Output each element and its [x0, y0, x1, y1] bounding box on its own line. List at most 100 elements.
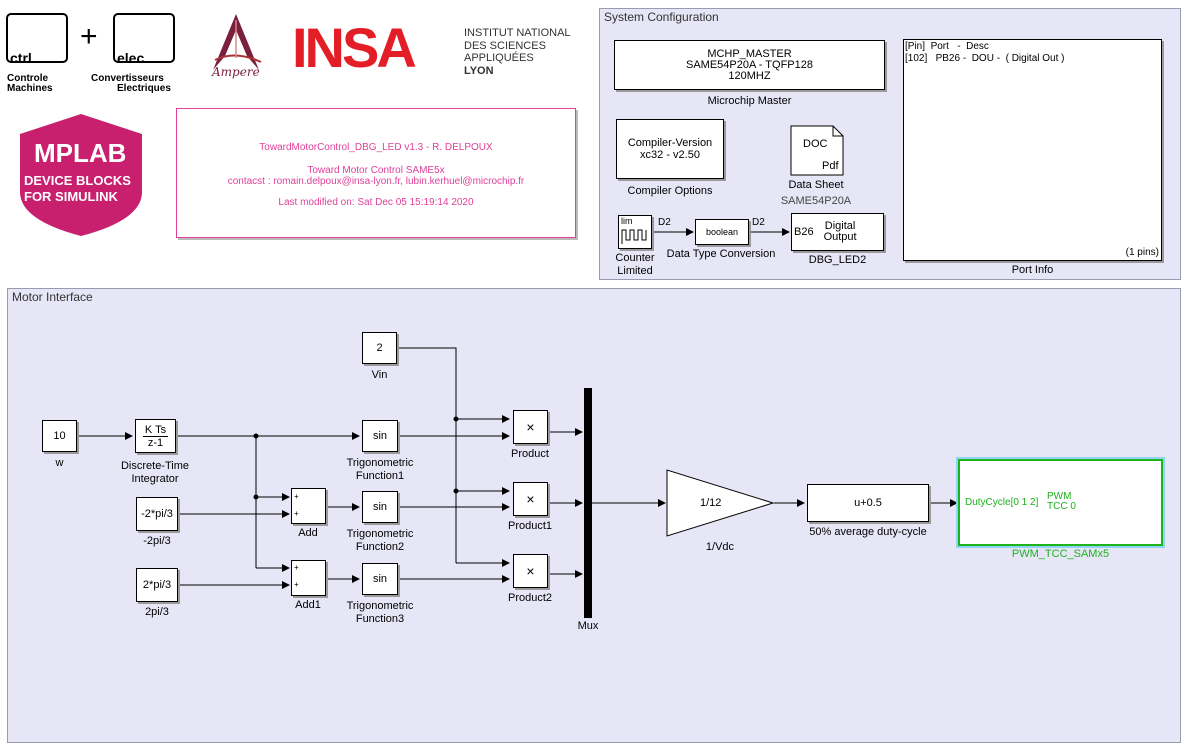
trig-function2-block[interactable]: sin	[362, 491, 398, 523]
plus-sign: +	[80, 20, 98, 53]
dtc-text: boolean	[705, 227, 739, 237]
integ-den: z-1	[147, 436, 164, 449]
discrete-time-integrator-block[interactable]: K Ts z-1	[135, 419, 176, 453]
mplab-text-1: MPLAB	[34, 138, 127, 168]
integ-num: K Ts	[142, 423, 169, 437]
pos-2pi3-constant-block[interactable]: 2*pi/3	[136, 568, 178, 602]
pdf-text: Pdf	[822, 160, 839, 172]
elec-caption-1: Convertisseurs	[91, 73, 164, 84]
data-sheet-label: Data Sheet	[788, 179, 844, 191]
ctrl-logo	[6, 13, 68, 63]
digout-port: B26	[794, 226, 814, 238]
integrator-label-1: Discrete-Time	[120, 460, 190, 472]
times-icon: ×	[526, 491, 535, 507]
data-type-conversion-block[interactable]: boolean	[695, 219, 749, 245]
port-row: [102] PB26 - DOU - ( Digital Out )	[905, 53, 1065, 64]
c3-value: 2*pi/3	[142, 579, 172, 591]
staircase-icon	[621, 229, 647, 244]
add1-label: Add1	[295, 599, 321, 611]
counter-label-1: Counter	[615, 252, 655, 264]
add1-plus-1: +	[294, 563, 299, 572]
trig-function1-block[interactable]: sin	[362, 420, 398, 452]
compiler-options-label: Compiler Options	[627, 185, 713, 197]
gain-triangle	[666, 469, 775, 537]
insa-line-1: INSTITUT NATIONAL	[464, 27, 571, 39]
microchip-master-block[interactable]: MCHP_MASTER SAME54P20A - TQFP128 120MHZ	[614, 40, 885, 90]
port-info-block[interactable]: [Pin] Port - Desc [102] PB26 - DOU - ( D…	[903, 39, 1162, 261]
trig-function3-block[interactable]: sin	[362, 563, 398, 595]
trig3-label-1: Trigonometric	[346, 600, 414, 612]
data-sheet-sublabel: SAME54P20A	[780, 195, 852, 207]
elec-logo-text: elec	[117, 50, 145, 66]
sin-2: sin	[372, 501, 388, 513]
vin-constant-block[interactable]: 2	[362, 332, 397, 364]
sin-1: sin	[372, 430, 388, 442]
compiler-options-block[interactable]: Compiler-Version xc32 - v2.50	[616, 119, 724, 179]
digout-line-1: Digital	[824, 220, 856, 232]
master-line-1: MCHP_MASTER	[707, 47, 792, 60]
times-icon: ×	[526, 563, 535, 579]
digout-line-2: Output	[823, 231, 857, 243]
pwm-tcc-block[interactable]	[956, 457, 1165, 548]
trig3-label-2: Function3	[355, 613, 405, 625]
compiler-line-1: Compiler-Version	[627, 137, 713, 149]
system-configuration-title: System Configuration	[604, 10, 719, 24]
duty-cycle-fcn-block[interactable]: u+0.5	[807, 484, 929, 522]
add1-block[interactable]	[291, 560, 326, 596]
add-plus-2: +	[294, 509, 299, 518]
product1-label: Product1	[507, 520, 553, 532]
insa-line-4: LYON	[464, 65, 494, 77]
pwm-line-2: TCC 0	[1047, 501, 1076, 512]
master-line-3: 120MHZ	[728, 69, 771, 82]
counter-label-2: Limited	[617, 265, 653, 277]
motor-interface-title: Motor Interface	[12, 290, 93, 304]
compiler-line-2: xc32 - v2.50	[640, 149, 700, 161]
info-line-4: Last modified on: Sat Dec 05 15:19:14 20…	[278, 197, 474, 208]
doc-icon	[790, 125, 844, 176]
mplab-text-3: FOR SIMULINK	[24, 189, 118, 204]
insa-line-3: APPLIQUÉES	[464, 52, 534, 64]
digital-output-label: DBG_LED2	[808, 254, 867, 266]
microchip-master-label: Microchip Master	[707, 95, 792, 107]
vin-value: 2	[376, 342, 383, 354]
gain-label: 1/Vdc	[705, 541, 735, 553]
ctrl-caption-1: Controle	[7, 73, 49, 84]
ampere-logo	[213, 14, 262, 70]
neg-2pi3-label: -2pi/3	[143, 535, 171, 547]
product2-block[interactable]: ×	[513, 554, 548, 588]
port-pins: (1 pins)	[1125, 247, 1159, 258]
product2-label: Product2	[507, 592, 553, 604]
ctrl-caption-2: Machines	[7, 83, 53, 94]
gain-value: 1/12	[700, 497, 722, 509]
mux-label: Mux	[577, 620, 599, 632]
pwm-tcc-label: PWM_TCC_SAMx5	[1011, 548, 1110, 560]
doc-text: DOC	[803, 138, 828, 150]
mux-block[interactable]	[584, 388, 592, 618]
fcn-value: u+0.5	[854, 497, 882, 509]
ctrl-logo-text: ctrl	[10, 50, 32, 66]
elec-logo	[113, 13, 175, 63]
ampere-text: Ampere	[212, 65, 260, 79]
mplab-text-2: DEVICE BLOCKS	[24, 173, 131, 188]
add-plus-1: +	[294, 492, 299, 501]
signal-d2-1: D2	[658, 217, 671, 228]
counter-icon: lim	[621, 216, 633, 226]
insa-logo: INSA	[292, 16, 417, 79]
w-constant-block[interactable]: 10	[42, 420, 77, 452]
trig2-label-2: Function2	[355, 541, 405, 553]
add-block[interactable]	[291, 488, 326, 524]
product1-block[interactable]: ×	[513, 482, 548, 516]
add-label: Add	[298, 527, 318, 539]
integrator-label-2: Integrator	[131, 473, 179, 485]
sin-3: sin	[372, 573, 388, 585]
neg-2pi3-constant-block[interactable]: -2*pi/3	[136, 497, 178, 531]
model-info-box[interactable]	[176, 108, 576, 238]
times-icon: ×	[526, 419, 535, 435]
insa-line-2: DES SCIENCES	[464, 40, 546, 52]
product-block[interactable]: ×	[513, 410, 548, 444]
digital-output-block[interactable]: B26 Digital Output	[791, 213, 884, 251]
w-label: w	[55, 457, 64, 469]
product-label: Product	[511, 448, 549, 460]
master-line-2: SAME54P20A - TQFP128	[686, 58, 813, 71]
